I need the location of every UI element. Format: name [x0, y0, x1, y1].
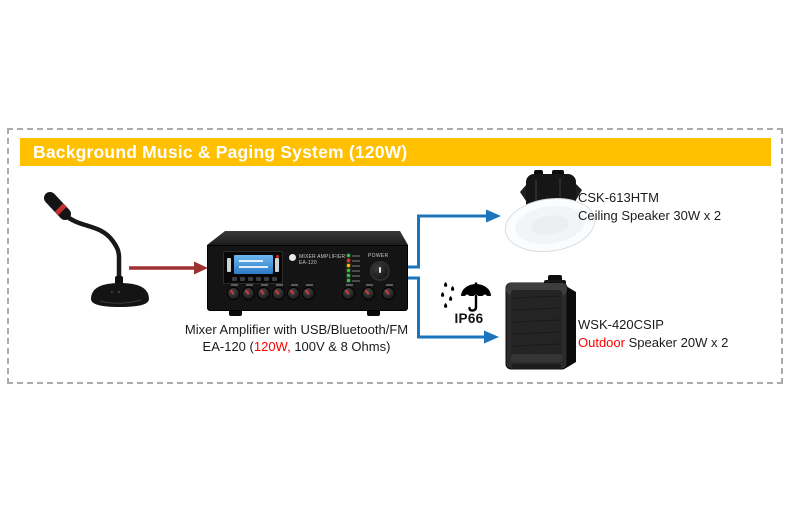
amplifier-brand: MIXER AMPLIFIER EA-120 — [289, 254, 345, 266]
ir-sensor — [276, 255, 279, 258]
amp-foot-right — [367, 311, 380, 316]
amp-foot-left — [229, 311, 242, 316]
bass-knob — [341, 284, 355, 300]
raindrop — [444, 282, 448, 287]
amplifier-display-module — [223, 251, 283, 284]
volume-knob-2 — [241, 284, 255, 300]
volume-knob-3 — [256, 284, 270, 300]
raindrop — [449, 296, 453, 301]
sd-slot — [275, 258, 279, 272]
amplifier-caption-line1: Mixer Amplifier with USB/Bluetooth/FM — [184, 322, 409, 337]
outdoor-speaker-label: WSK-420CSIP Outdoor Speaker 20W x 2 — [578, 316, 728, 352]
raindrop — [441, 292, 445, 297]
media-buttons — [232, 277, 277, 281]
volume-knob-1 — [226, 284, 240, 300]
title-banner: Background Music & Paging System (120W) — [20, 138, 771, 166]
brand-logo-icon — [289, 254, 296, 261]
mixer-amplifier: MIXER AMPLIFIER EA-120 POWER — [207, 231, 408, 317]
amplifier-front-panel: MIXER AMPLIFIER EA-120 POWER — [207, 245, 408, 311]
master-knob — [381, 284, 395, 300]
mic-capsule — [44, 192, 71, 220]
ceiling-speaker-label: CSK-613HTM Ceiling Speaker 30W x 2 — [578, 189, 721, 225]
brand-line2: EA-120 — [299, 260, 317, 266]
brand-line1: MIXER AMPLIFIER — [299, 254, 346, 260]
umbrella-icon — [461, 282, 491, 312]
amplifier-caption-line2: EA-120 (120W, 100V & 8 Ohms) — [202, 338, 391, 354]
dashed-frame — [7, 128, 783, 384]
mic-red-ring — [54, 203, 67, 216]
ceiling-speaker-model: CSK-613HTM — [578, 190, 659, 205]
raindrop — [451, 286, 455, 291]
amplifier-caption: Mixer Amplifier with USB/Bluetooth/FM EA… — [169, 322, 424, 355]
speaker-grille — [511, 290, 562, 362]
amp-to-outdoor-arrow — [408, 276, 499, 344]
volume-knob-5 — [286, 284, 300, 300]
usb-slot — [227, 258, 231, 272]
speaker-side — [566, 286, 576, 368]
amplifier-top-face — [207, 231, 408, 245]
mic-base — [91, 283, 149, 307]
mic-to-amp-arrow — [129, 261, 208, 275]
outdoor-highlight: Outdoor — [578, 335, 625, 350]
power-button — [370, 261, 390, 281]
power-label: POWER — [368, 253, 389, 259]
ceiling-speaker-spec: Ceiling Speaker 30W x 2 — [578, 208, 722, 223]
amplifier-wattage: 120W, — [253, 338, 291, 354]
mic-gooseneck — [62, 212, 122, 289]
raindrop — [444, 303, 448, 308]
outdoor-speaker-image — [505, 275, 576, 370]
ip66-rating-label: IP66 — [454, 311, 484, 326]
treble-knob — [361, 284, 375, 300]
volume-knob-4 — [271, 284, 285, 300]
volume-knob-6 — [301, 284, 315, 300]
lcd-screen — [234, 255, 273, 274]
ip66-rain-umbrella-icon — [441, 282, 491, 312]
outdoor-speaker-spec: Outdoor Speaker 20W x 2 — [578, 335, 729, 350]
page-title: Background Music & Paging System (120W) — [33, 142, 408, 162]
level-led-indicators — [347, 253, 360, 283]
outdoor-speaker-model: WSK-420CSIP — [578, 317, 664, 332]
ceiling-speaker-grille — [504, 198, 596, 252]
amp-to-ceiling-arrow — [408, 209, 501, 269]
paging-microphone — [44, 192, 149, 307]
ceiling-speaker-image — [504, 170, 596, 252]
